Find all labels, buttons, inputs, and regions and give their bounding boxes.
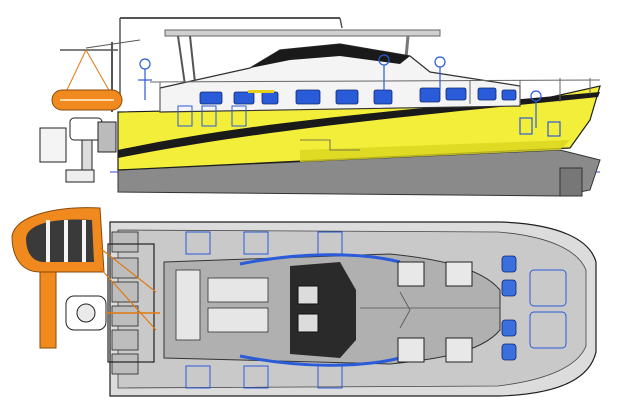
hull-cabins [185,231,343,389]
deck-hatches [397,261,473,363]
helm-seat-2 [297,313,319,333]
dinghy-profile [51,89,123,111]
hull-stripe [118,92,600,158]
hull-shade [300,140,570,162]
helm-seat-1 [297,285,319,305]
deckhouse-roof [250,44,410,68]
transom-platform [107,243,155,363]
skeg [559,167,583,197]
plan-seating [175,269,269,341]
interior-seats [177,105,247,127]
davit-plan [99,247,157,331]
deckhouse-windows [199,87,517,105]
bow-seating [529,269,567,349]
forward-cushions [501,255,517,361]
profile-view [39,17,601,197]
saloon-blue-trim-top [239,253,401,266]
outboard-engine [39,117,117,183]
outboard-plan [65,295,160,331]
saloon-blue-trim-bottom [239,354,401,367]
plan-view [11,207,597,397]
forward-lines [360,291,500,329]
rail-stanchions [149,78,601,112]
aft-lockers [111,231,139,375]
hull-step-line [300,139,360,151]
dinghy-plan [11,207,105,349]
plan-helm-area [290,262,356,358]
crew-figures [138,54,561,137]
